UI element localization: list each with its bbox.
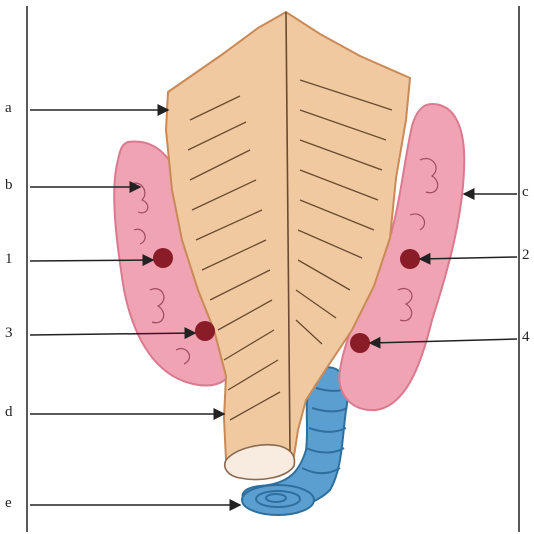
dot-3	[195, 321, 215, 341]
label-e: e	[5, 496, 12, 511]
label-d: d	[5, 405, 13, 420]
label-1: 1	[5, 252, 13, 267]
label-a: a	[5, 101, 12, 116]
dot-4	[350, 333, 370, 353]
label-2: 2	[522, 248, 530, 263]
dot-1	[153, 248, 173, 268]
leader-1	[30, 260, 153, 261]
dot-2	[400, 249, 420, 269]
label-3: 3	[5, 326, 13, 341]
label-b: b	[5, 178, 13, 193]
label-c: c	[522, 185, 529, 200]
label-4: 4	[522, 330, 530, 345]
